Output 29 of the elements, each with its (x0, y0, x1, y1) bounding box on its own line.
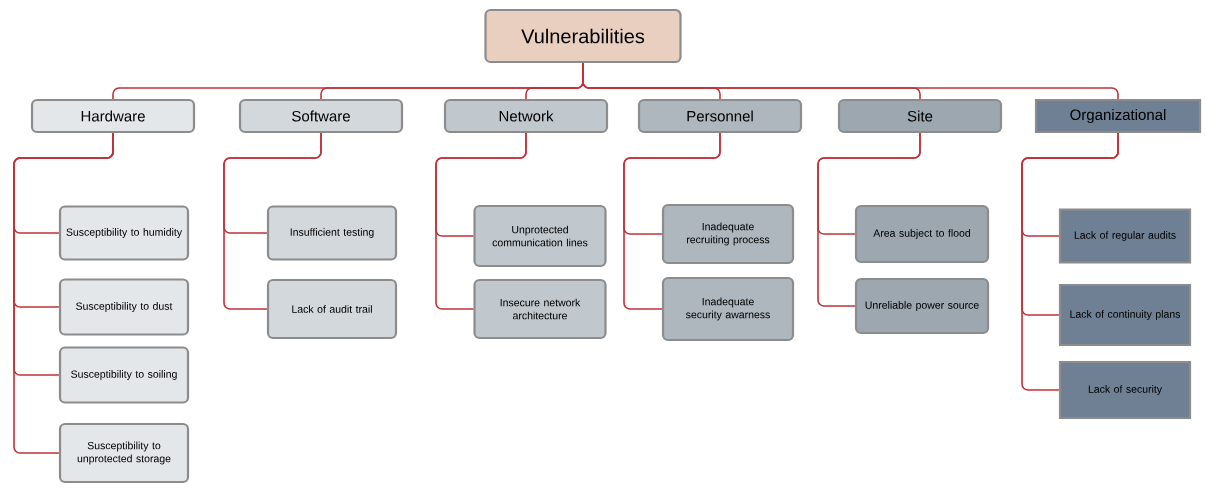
vulnerability-box: Inadequate security awarness (661, 276, 795, 342)
vulnerability-box: Unreliable power source (854, 277, 990, 335)
category-box: Site (837, 98, 1003, 134)
category-box: Personnel (637, 98, 803, 134)
vulnerability-box: Unprotected communication lines (473, 204, 607, 268)
vulnerability-box: Lack of continuity plans (1058, 283, 1192, 347)
vulnerability-box: Insufficient testing (266, 205, 398, 261)
connector-line (623, 132, 721, 310)
connector-line (13, 132, 114, 454)
vulnerability-box: Susceptibility to unprotected storage (58, 422, 190, 484)
category-box: Software (238, 98, 404, 134)
connector-line (817, 132, 921, 307)
vulnerability-box: Lack of audit trail (266, 278, 398, 340)
category-box: Network (443, 98, 609, 134)
vulnerability-box: Lack of regular audits (1058, 208, 1192, 264)
vulnerability-box: Area subject to flood (854, 204, 990, 264)
vulnerability-box: Insecure network architecture (473, 278, 607, 340)
vulnerability-box: Susceptibility to humidity (58, 205, 190, 261)
vulnerability-box: Lack of security (1058, 360, 1192, 420)
connector-line (223, 132, 322, 310)
connector-line (582, 62, 1119, 100)
connector-line (435, 132, 527, 310)
category-box: Organizational (1034, 98, 1202, 134)
connector-line (1021, 132, 1119, 391)
vulnerability-box: Susceptibility to soiling (58, 346, 190, 404)
root-box: Vulnerabilities (484, 8, 682, 64)
category-box: Hardware (30, 98, 196, 134)
vulnerability-box: Susceptibility to dust (58, 278, 190, 336)
vulnerability-box: Inadequate recruiting process (661, 203, 795, 265)
